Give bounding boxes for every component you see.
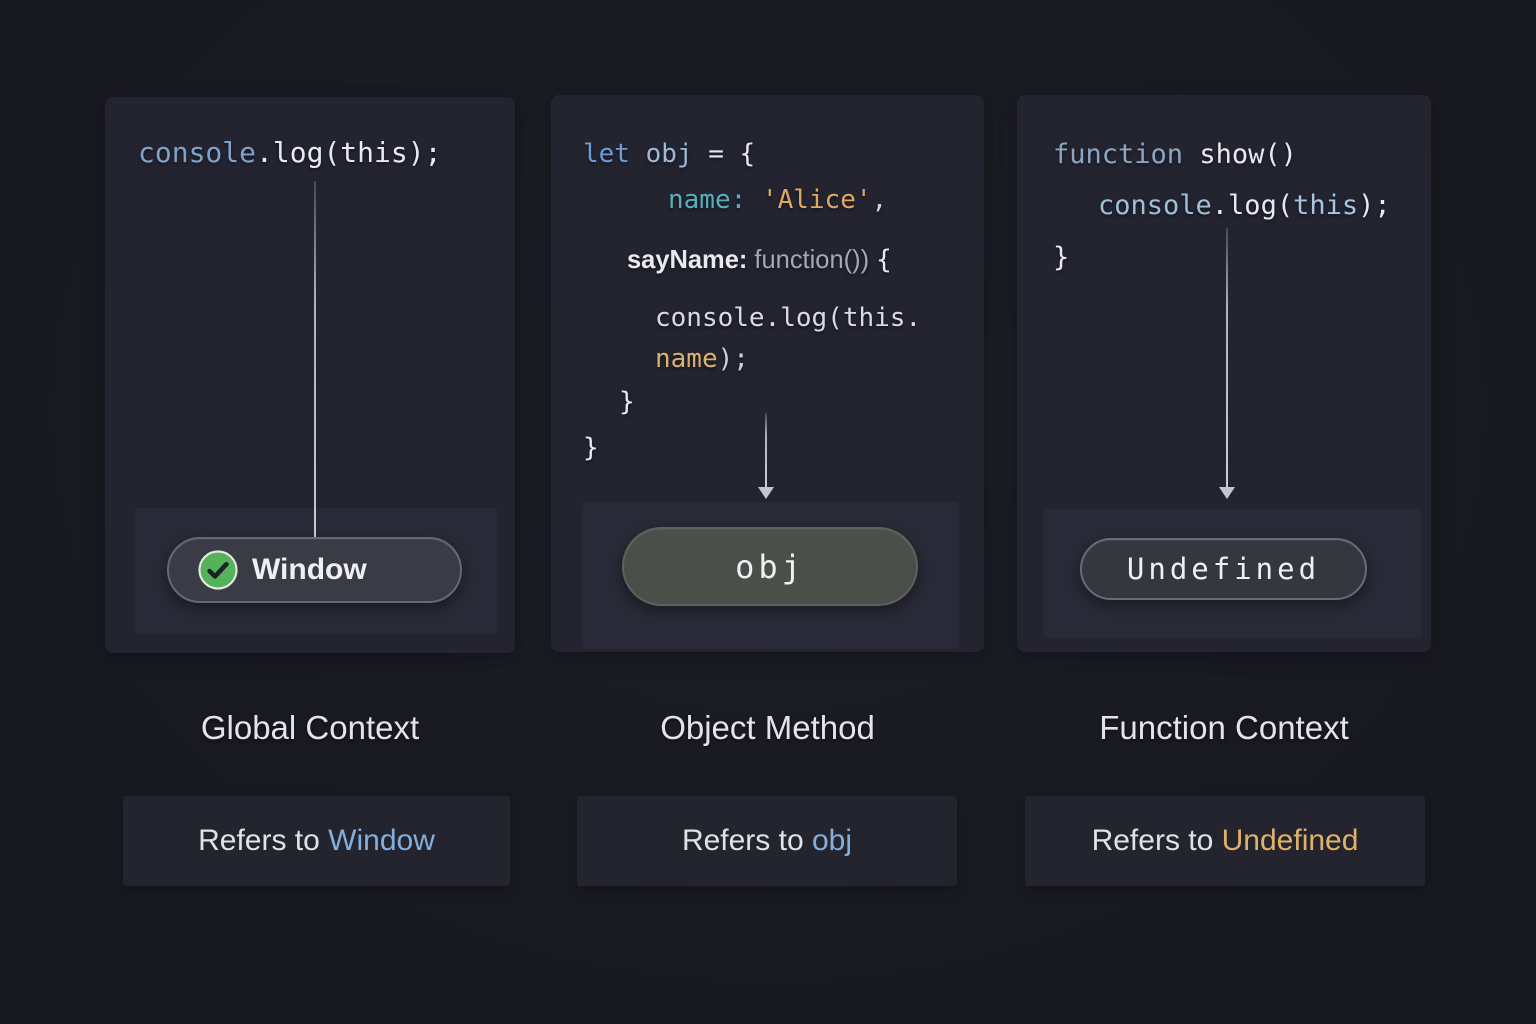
- check-circle-icon: [198, 550, 238, 590]
- code-block-function: function show()console.log(this);}: [1053, 139, 1391, 273]
- result-badge-label: Undefined: [1126, 552, 1321, 586]
- title-global-context: Global Context: [200, 709, 420, 746]
- refers-to-prefix: Refers to: [1091, 824, 1222, 857]
- result-badge-obj: obj: [622, 527, 918, 606]
- result-badge-undefined: Undefined: [1080, 538, 1367, 600]
- arrow-down-icon: [1219, 228, 1235, 499]
- refers-to-prefix: Refers to: [681, 824, 812, 857]
- code-block-global: console.log(this);: [138, 136, 442, 169]
- panel-object-method: let obj = {name: 'Alice',sayName: functi…: [551, 95, 984, 652]
- arrow-down-icon: [758, 413, 774, 499]
- refers-to-box-function: Refers to Undefined: [1025, 796, 1425, 886]
- refers-to-box-global: Refers to Window: [123, 796, 510, 886]
- panel-function-context: function show()console.log(this);} Undef…: [1017, 95, 1431, 652]
- code-block-object: let obj = {name: 'Alice',sayName: functi…: [583, 139, 922, 463]
- result-badge-window: Window: [167, 537, 462, 603]
- refers-to-box-object: Refers to obj: [577, 796, 957, 886]
- result-badge-label: obj: [735, 547, 805, 586]
- refers-to-value: Undefined: [1221, 824, 1359, 857]
- title-object-method: Object Method: [660, 709, 875, 746]
- title-function-context: Function Context: [1099, 709, 1349, 746]
- refers-to-prefix: Refers to: [198, 824, 329, 857]
- panel-global-context: console.log(this); Window: [105, 97, 515, 653]
- result-badge-label: Window: [252, 553, 367, 586]
- refers-to-value: obj: [812, 824, 853, 857]
- refers-to-value: Window: [328, 824, 435, 857]
